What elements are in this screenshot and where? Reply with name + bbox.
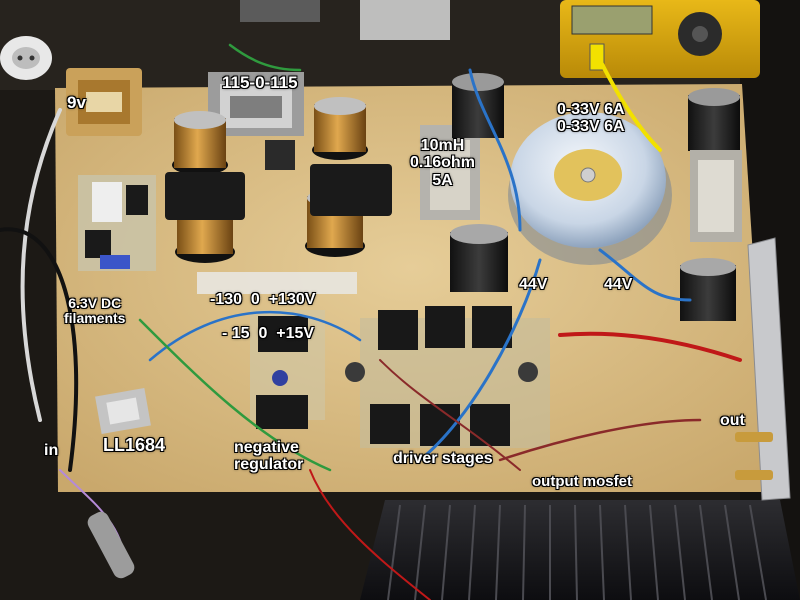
label-44v-right: 44V xyxy=(604,276,633,293)
choke-10mh xyxy=(420,125,480,220)
rail-terminal-strip xyxy=(197,272,357,294)
ll1684-transformer xyxy=(95,387,151,435)
notebook xyxy=(360,0,450,40)
label-9v: 9v xyxy=(67,93,86,112)
label-115-0-115: 115-0-115 xyxy=(222,73,298,92)
multimeter xyxy=(560,0,760,78)
wall-socket xyxy=(0,36,52,80)
small-transformer-right xyxy=(690,150,742,242)
label-hv-rails: -130 0 +130V xyxy=(210,290,316,308)
label-44v-left: 44V xyxy=(519,276,548,293)
label-in: in xyxy=(44,442,59,459)
label-choke-spec: 10mH 0.16ohm 5A xyxy=(410,137,475,189)
black-chokes xyxy=(165,140,392,220)
driver-stage-board xyxy=(345,306,550,448)
heatsink xyxy=(360,500,800,600)
black-capacitors xyxy=(450,73,740,321)
label-lv-rails: - 15 0 +15V xyxy=(222,324,315,342)
label-negative-regulator: negative regulator xyxy=(234,439,304,474)
wiring xyxy=(0,43,742,600)
input-jack xyxy=(87,511,135,579)
label-out: out xyxy=(720,412,745,429)
label-toroid-spec: 0-33V 6A 0-33V 6A xyxy=(557,101,625,136)
transformer-9v xyxy=(66,68,142,136)
label-ll1684: LL1684 xyxy=(103,435,166,455)
output-terminals xyxy=(735,432,773,480)
toroidal-transformer xyxy=(508,112,672,265)
label-filaments: 6.3V DC filaments xyxy=(64,295,126,327)
filament-supply-board xyxy=(78,175,156,271)
label-driver-stages: driver stages xyxy=(393,450,493,467)
negative-regulator-board xyxy=(250,310,325,429)
bench-device xyxy=(240,0,320,22)
label-output-mosfet: output mosfet xyxy=(532,473,632,490)
